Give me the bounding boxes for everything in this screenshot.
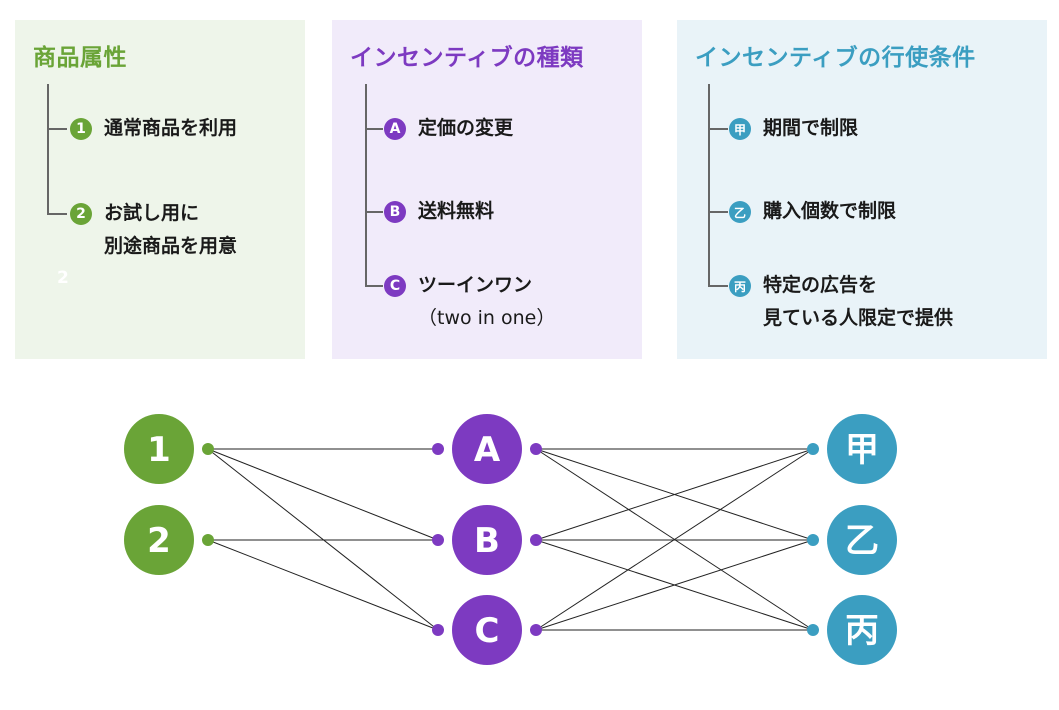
tree-branch xyxy=(708,285,728,287)
type-item-label-line2: （two in one） xyxy=(418,307,556,329)
type-item-label: ツーインワン xyxy=(418,274,533,296)
tree-branch xyxy=(708,128,728,130)
node-B-out-dot xyxy=(530,534,542,546)
node-A-out-dot xyxy=(530,443,542,455)
type-item-c: C ツーインワン （two in one） xyxy=(384,273,555,335)
links-group xyxy=(207,448,814,631)
attribute-item-1: 1 通常商品を利用 xyxy=(70,116,237,145)
node-B-circle xyxy=(452,505,522,575)
tree-branch xyxy=(365,128,383,130)
conditions-panel: インセンティブの行使条件 甲 期間で制限 乙 購入個数で制限 丙 特定の広告を … xyxy=(677,20,1047,359)
node-乙-label: 乙 xyxy=(845,521,879,561)
node-2-out-dot xyxy=(202,534,214,546)
node-C-label: C xyxy=(475,611,500,651)
letter-b-badge: B xyxy=(384,201,406,223)
link-B-甲 xyxy=(535,448,814,541)
node-C-circle xyxy=(452,595,522,665)
tree-branch xyxy=(47,128,67,130)
node-1-out-dot xyxy=(202,443,214,455)
type-item-label: 定価の変更 xyxy=(418,117,514,139)
type-item-label: 送料無料 xyxy=(418,200,495,222)
node-丙-in-dot xyxy=(807,624,819,636)
hei-badge: 丙 xyxy=(729,275,751,297)
node-丙-circle xyxy=(827,595,897,665)
condition-item-label: 購入個数で制限 xyxy=(763,200,897,222)
node-C-in-dot xyxy=(432,624,444,636)
condition-item-label: 期間で制限 xyxy=(763,117,859,139)
number-1-badge: 1 xyxy=(70,118,92,140)
condition-item-label: 特定の広告を xyxy=(763,274,878,296)
letter-c-badge: C xyxy=(384,275,406,297)
node-乙-in-dot xyxy=(807,534,819,546)
node-B-label: B xyxy=(474,521,500,561)
node-2-circle xyxy=(124,505,194,575)
tree-branch xyxy=(47,213,67,215)
number-2-badge: 2 xyxy=(70,203,92,225)
node-2-label: 2 xyxy=(147,521,171,561)
link-1-B xyxy=(207,448,439,541)
node-甲-in-dot xyxy=(807,443,819,455)
letter-a-badge: A xyxy=(384,118,406,140)
link-C-乙 xyxy=(535,539,814,631)
link-C-甲 xyxy=(535,448,814,631)
kou-badge: 甲 xyxy=(729,118,751,140)
node-乙-circle xyxy=(827,505,897,575)
tree-branch xyxy=(708,211,728,213)
node-1-label: 1 xyxy=(147,430,171,470)
attribute-item-label-line2: 別途商品を用意 xyxy=(104,235,238,257)
attributes-panel: 商品属性 1 通常商品を利用 2 お試し用に 別途商品を用意 2 xyxy=(15,20,305,359)
condition-item-hei: 丙 特定の広告を 見ている人限定で提供 xyxy=(729,273,953,335)
node-C-out-dot xyxy=(530,624,542,636)
node-丙-label: 丙 xyxy=(845,611,879,651)
node-A-circle xyxy=(452,414,522,484)
tree-line xyxy=(708,84,710,285)
tree-line xyxy=(47,84,49,214)
type-item-b: B 送料無料 xyxy=(384,199,494,228)
attributes-title: 商品属性 xyxy=(33,45,127,71)
condition-item-otsu: 乙 購入個数で制限 xyxy=(729,199,896,228)
node-A-label: A xyxy=(474,430,501,470)
stray-number: 2 xyxy=(57,268,69,288)
node-1-circle xyxy=(124,414,194,484)
types-title: インセンティブの種類 xyxy=(350,45,584,71)
condition-item-kou: 甲 期間で制限 xyxy=(729,116,858,145)
types-panel: インセンティブの種類 A 定価の変更 B 送料無料 C ツーインワン （two … xyxy=(332,20,642,359)
otsu-badge: 乙 xyxy=(729,201,751,223)
tree-line xyxy=(365,84,367,285)
node-B-in-dot xyxy=(432,534,444,546)
node-甲-circle xyxy=(827,414,897,484)
tree-branch xyxy=(365,285,383,287)
type-item-a: A 定価の変更 xyxy=(384,116,513,145)
node-A-in-dot xyxy=(432,443,444,455)
attribute-item-2: 2 お試し用に 別途商品を用意 xyxy=(70,201,237,263)
link-2-C xyxy=(207,539,439,631)
attribute-item-label: お試し用に xyxy=(104,202,200,224)
conditions-title: インセンティブの行使条件 xyxy=(695,45,976,71)
nodes-group: 1 2 A B C 甲乙丙 xyxy=(124,414,897,665)
condition-item-label-line2: 見ている人限定で提供 xyxy=(763,307,954,329)
attribute-item-label: 通常商品を利用 xyxy=(104,117,238,139)
node-甲-label: 甲 xyxy=(845,430,879,470)
tree-branch xyxy=(365,211,383,213)
